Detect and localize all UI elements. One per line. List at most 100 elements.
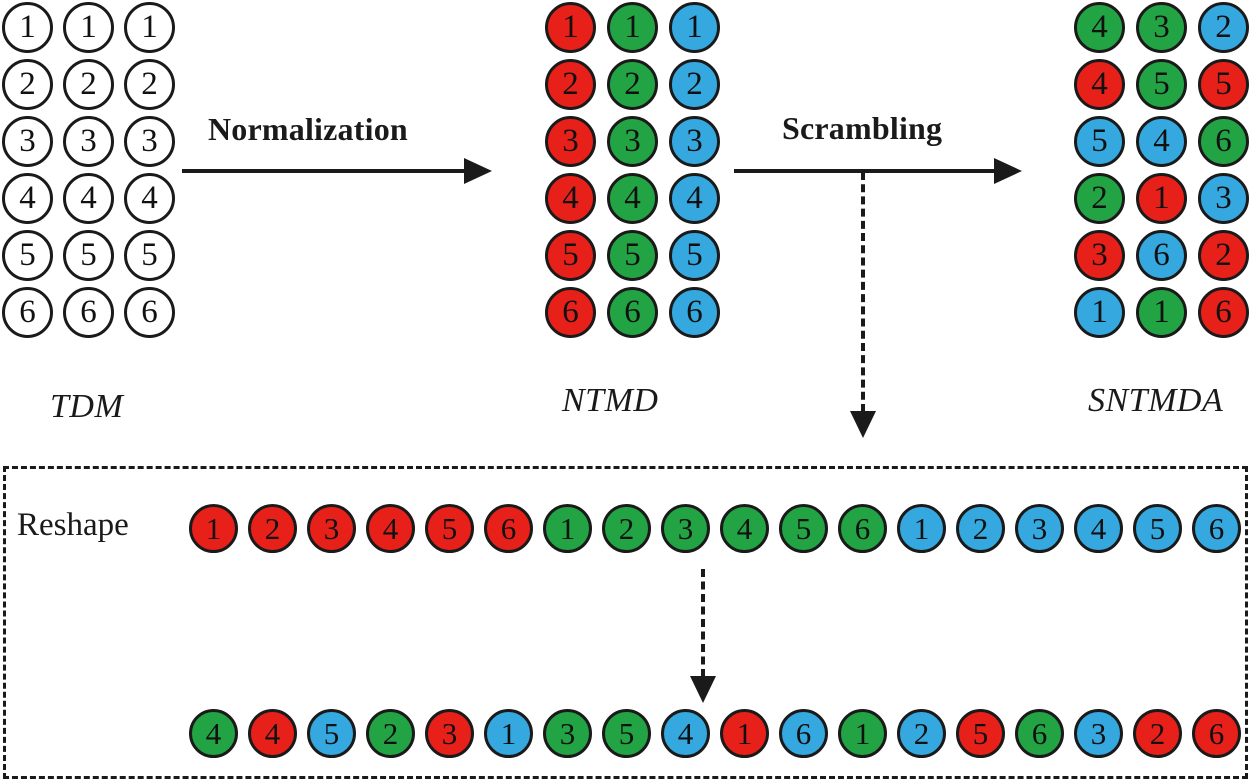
lp-item: 3 bbox=[543, 709, 592, 758]
sntmda-cell: 2 bbox=[1074, 173, 1125, 224]
ntmd-cell: 2 bbox=[607, 59, 658, 110]
lp-arrow-head bbox=[690, 676, 716, 703]
ntmd-cell: 6 bbox=[545, 287, 596, 338]
ntmd-cell: 3 bbox=[607, 116, 658, 167]
scrambling-to-reshape-arrow-head bbox=[850, 411, 876, 438]
scrambling-arrow bbox=[734, 158, 1022, 184]
scrambling-arrow-head bbox=[994, 158, 1022, 184]
reshape-item: 4 bbox=[366, 504, 415, 553]
ntmd-cell: 5 bbox=[607, 230, 658, 281]
lp-item: 2 bbox=[366, 709, 415, 758]
lp-item: 5 bbox=[602, 709, 651, 758]
ntmd-cell: 4 bbox=[669, 173, 720, 224]
sntmda-cell: 5 bbox=[1198, 59, 1249, 110]
tdm-cell: 4 bbox=[124, 173, 175, 224]
sntmda-cell: 6 bbox=[1198, 287, 1249, 338]
reshape-item: 5 bbox=[1133, 504, 1182, 553]
lp-item: 3 bbox=[1074, 709, 1123, 758]
tdm-cell: 5 bbox=[124, 230, 175, 281]
sntmda-cell: 3 bbox=[1198, 173, 1249, 224]
reshape-item: 5 bbox=[425, 504, 474, 553]
tdm-cell: 1 bbox=[2, 2, 53, 53]
normalization-label: Normalization bbox=[208, 111, 408, 147]
lp-item: 3 bbox=[425, 709, 474, 758]
sntmda-cell: 4 bbox=[1136, 116, 1187, 167]
tdm-cell: 3 bbox=[2, 116, 53, 167]
ntmd-cell: 5 bbox=[545, 230, 596, 281]
tdm-cell: 2 bbox=[2, 59, 53, 110]
reshape-item: 2 bbox=[956, 504, 1005, 553]
normalization-arrow-shaft bbox=[182, 169, 466, 173]
reshape-item: 3 bbox=[661, 504, 710, 553]
lp-item: 4 bbox=[248, 709, 297, 758]
lp-item: 1 bbox=[484, 709, 533, 758]
reshape-item: 4 bbox=[720, 504, 769, 553]
sntmda-cell: 5 bbox=[1136, 59, 1187, 110]
tdm-cell: 2 bbox=[124, 59, 175, 110]
lp-item: 2 bbox=[897, 709, 946, 758]
scrambling-arrow-shaft bbox=[734, 169, 996, 173]
tdm-cell: 4 bbox=[2, 173, 53, 224]
lp-arrow bbox=[690, 569, 716, 704]
sntmda-cell: 5 bbox=[1074, 116, 1125, 167]
lp-item: 6 bbox=[1015, 709, 1064, 758]
ntmd-cell: 6 bbox=[669, 287, 720, 338]
reshape-item: 6 bbox=[838, 504, 887, 553]
reshape-item: 6 bbox=[484, 504, 533, 553]
scrambling-to-reshape-arrow bbox=[850, 172, 876, 438]
ntmd-label: NTMD bbox=[562, 382, 659, 419]
ntmd-cell: 2 bbox=[669, 59, 720, 110]
ntmd-cell: 1 bbox=[545, 2, 596, 53]
sntmda-cell: 4 bbox=[1074, 59, 1125, 110]
reshape-item: 5 bbox=[779, 504, 828, 553]
lp-item: 2 bbox=[1133, 709, 1182, 758]
ntmd-cell: 1 bbox=[669, 2, 720, 53]
lp-item: 6 bbox=[779, 709, 828, 758]
tdm-cell: 3 bbox=[63, 116, 114, 167]
ntmd-cell: 3 bbox=[669, 116, 720, 167]
ntmd-cell: 6 bbox=[607, 287, 658, 338]
tdm-cell: 6 bbox=[124, 287, 175, 338]
lp-item: 5 bbox=[956, 709, 1005, 758]
lp-arrow-shaft bbox=[701, 569, 705, 677]
reshape-item: 6 bbox=[1192, 504, 1241, 553]
sntmda-cell: 1 bbox=[1136, 287, 1187, 338]
reshape-item: 4 bbox=[1074, 504, 1123, 553]
reshape-item: 2 bbox=[602, 504, 651, 553]
reshape-item: 1 bbox=[897, 504, 946, 553]
normalization-arrow bbox=[182, 158, 492, 184]
tdm-cell: 5 bbox=[2, 230, 53, 281]
reshape-item: 3 bbox=[307, 504, 356, 553]
ntmd-cell: 1 bbox=[607, 2, 658, 53]
tdm-label: TDM bbox=[50, 388, 124, 425]
sntmda-cell: 6 bbox=[1136, 230, 1187, 281]
sntmda-cell: 4 bbox=[1074, 2, 1125, 53]
tdm-cell: 6 bbox=[2, 287, 53, 338]
reshape-item: 1 bbox=[543, 504, 592, 553]
sntmda-cell: 2 bbox=[1198, 2, 1249, 53]
tdm-cell: 1 bbox=[63, 2, 114, 53]
scrambling-label: Scrambling bbox=[782, 110, 943, 146]
sntmda-cell: 2 bbox=[1198, 230, 1249, 281]
lp-item: 1 bbox=[720, 709, 769, 758]
lp-item: 4 bbox=[189, 709, 238, 758]
sntmda-cell: 1 bbox=[1136, 173, 1187, 224]
tdm-cell: 2 bbox=[63, 59, 114, 110]
sntmda-cell: 6 bbox=[1198, 116, 1249, 167]
sntmda-cell: 3 bbox=[1074, 230, 1125, 281]
lp-item: 1 bbox=[838, 709, 887, 758]
ntmd-cell: 4 bbox=[607, 173, 658, 224]
normalization-arrow-head bbox=[464, 158, 492, 184]
scrambling-to-reshape-arrow-shaft bbox=[861, 172, 865, 412]
reshape-label: Reshape bbox=[17, 507, 129, 543]
ntmd-cell: 5 bbox=[669, 230, 720, 281]
tdm-cell: 4 bbox=[63, 173, 114, 224]
reshape-item: 2 bbox=[248, 504, 297, 553]
lp-item: 5 bbox=[307, 709, 356, 758]
sntmda-cell: 3 bbox=[1136, 2, 1187, 53]
tdm-cell: 3 bbox=[124, 116, 175, 167]
reshape-item: 1 bbox=[189, 504, 238, 553]
sntmda-cell: 1 bbox=[1074, 287, 1125, 338]
